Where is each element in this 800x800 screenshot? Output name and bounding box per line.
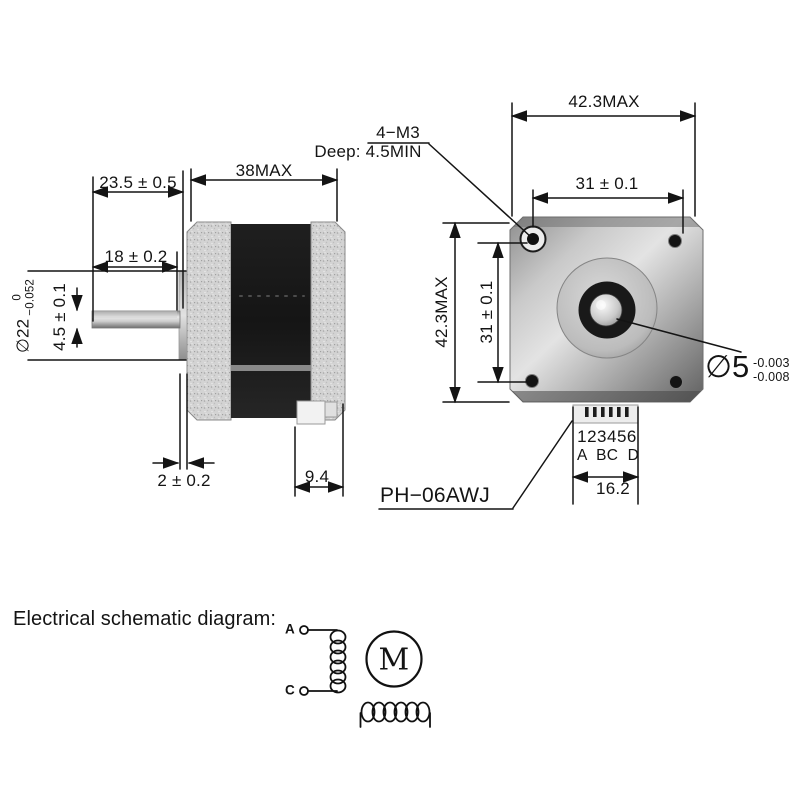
dim-boss-protrusion-label: 2 ± 0.2 (157, 471, 211, 490)
connector-part-number-label: PH−06AWJ (380, 484, 490, 507)
dim-height-max-label: 42.3MAX (432, 276, 451, 348)
motor-symbol-circle (365, 630, 423, 688)
front-view-drawing (367, 102, 742, 510)
dim-body-length-label: 38MAX (235, 161, 293, 180)
dim-width-max-label: 42.3MAX (568, 92, 640, 111)
shaft-tol-upper: -0.003 (753, 356, 790, 370)
coil-phase-bd (359, 701, 431, 728)
dim-shaft-total-label: 23.5 ± 0.5 (99, 173, 177, 192)
shaft-diameter-label: ∅5 (705, 349, 750, 384)
dim-shaft-flat-label: 4.5 ± 0.1 (50, 283, 69, 351)
dim-hole-spacing-v-label: 31 ± 0.1 (477, 280, 496, 344)
shaft-tolerance-stack: -0.003 -0.008 (753, 356, 790, 385)
mount-holes-depth-label: Deep: 4.5MIN (314, 142, 422, 161)
dim-side-connector-label: 9.4 (304, 467, 330, 486)
pilot-tol-upper: 0 (11, 294, 24, 301)
coil-phase-ac (329, 629, 347, 694)
pilot-tolerance-stack: 0−0.052 (11, 279, 36, 316)
schematic-title: Electrical schematic diagram: (13, 608, 276, 630)
side-view-drawing (27, 168, 346, 497)
pilot-diameter-value: ∅22 (13, 318, 33, 354)
motor-symbol-letter: M (378, 642, 410, 678)
mount-holes-label: 4−M3 (376, 123, 420, 142)
connector-pin-numbers: 123456 (577, 427, 637, 446)
terminal-a-label: A (285, 621, 295, 637)
connector-pin-letters: A BC D (576, 447, 640, 464)
schematic-drawing (299, 625, 431, 728)
dim-hole-spacing-h-label: 31 ± 0.1 (575, 174, 639, 193)
shaft-tol-lower: -0.008 (753, 369, 790, 384)
dim-connector-width-label: 16.2 (596, 479, 630, 498)
terminal-c-label: C (285, 682, 295, 698)
dim-shaft-exposed-label: 18 ± 0.2 (104, 247, 168, 266)
pilot-tol-lower: −0.052 (24, 278, 36, 316)
